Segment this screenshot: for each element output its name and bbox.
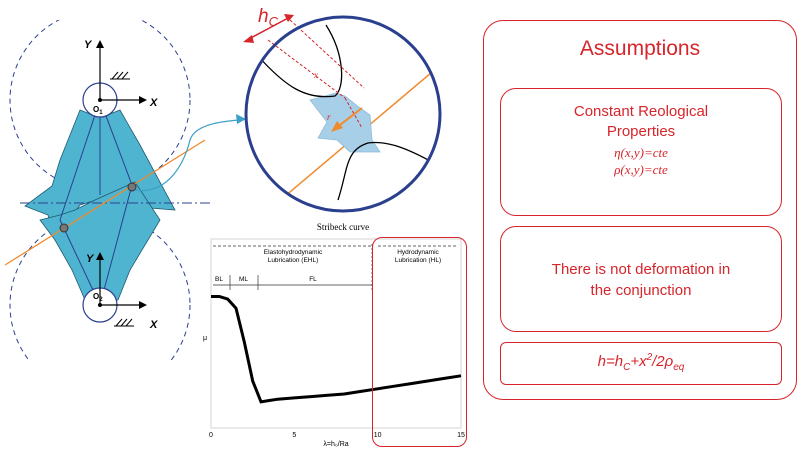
viscosity-equation: η(x,y)=cte: [614, 145, 668, 160]
y-axis-label: μ: [203, 335, 207, 342]
fluid-film-region: [309, 92, 381, 153]
density-equation: ρ(x,y)=cte: [614, 162, 668, 177]
flank-curve-upper: [257, 24, 343, 98]
ehl-label-2: Lubrication (EHL): [268, 257, 319, 264]
film-thickness-formula-box: h=hC+x2/2ρeq: [500, 342, 782, 385]
chart-title: Stribeck curve: [317, 222, 369, 232]
deformation-line-2: the conjunction: [590, 282, 692, 299]
zoom-circle-border: [244, 15, 442, 213]
stribeck-chart: Stribeck curve Elastohydrodynamic Lubric…: [203, 222, 465, 448]
ground-hatch-bottom: [114, 318, 134, 327]
axis-y-bottom-label: Y: [86, 253, 95, 265]
radius-label: r: [327, 112, 331, 122]
zoom-connector-arrow: [134, 114, 246, 191]
contact-point-2: [59, 223, 69, 233]
region-bl: BL: [215, 276, 223, 283]
ehl-label-1: Elastohydrodynamic: [264, 249, 323, 256]
x-tick-label: 0: [209, 432, 213, 439]
pitch-circle-top: [9, 20, 191, 191]
ground-hatch-top: [110, 71, 130, 80]
hl-label-2: Lubrication (HL): [395, 257, 441, 264]
x-tick-label: 10: [374, 432, 382, 439]
contact-zoom-view: r x hC: [243, 6, 442, 213]
hc-label: hC: [258, 6, 279, 29]
assumption-deformation-box: There is not deformation in the conjunct…: [500, 226, 782, 332]
x-tick-label: 15: [457, 432, 465, 439]
assumptions-title: Assumptions: [579, 37, 701, 60]
hc-dimension-arrow: [246, 16, 291, 41]
rheology-line-1: Constant Reological: [573, 103, 709, 120]
flank-curve-lower: [337, 141, 433, 201]
line-of-action: [4, 139, 206, 266]
assumptions-panel: Assumptions: [483, 20, 797, 400]
x-axis-label: λ=h₀/Ra: [323, 441, 348, 448]
axis-x-top-label: X: [149, 97, 158, 109]
film-thickness-formula: h=hC+x2/2ρeq: [597, 352, 685, 373]
axis-y-top-label: Y: [84, 39, 93, 51]
deformation-line-1: There is not deformation in: [551, 261, 731, 278]
axis-x-bottom-label: X: [149, 319, 158, 331]
origin-bottom-label: O2: [93, 292, 103, 303]
plot-frame: [210, 238, 462, 429]
lower-gear-teeth: [39, 181, 161, 301]
assumption-rheology-box: Constant Reological Properties η(x,y)=ct…: [500, 88, 782, 216]
hl-highlight-box: [372, 237, 467, 447]
region-ml: ML: [239, 276, 248, 283]
contact-point-1: [127, 182, 137, 192]
region-fl: FL: [309, 276, 317, 283]
rheology-line-2: Properties: [606, 123, 676, 140]
origin-top-label: O1: [93, 105, 103, 116]
hl-label-1: Hydrodynamic: [397, 249, 439, 256]
x-label: x: [313, 70, 318, 80]
stribeck-curve: [211, 295, 462, 404]
gear-mesh-diagram: Y X O1 Y X O2: [4, 20, 210, 360]
x-tick-label: 5: [292, 432, 296, 439]
